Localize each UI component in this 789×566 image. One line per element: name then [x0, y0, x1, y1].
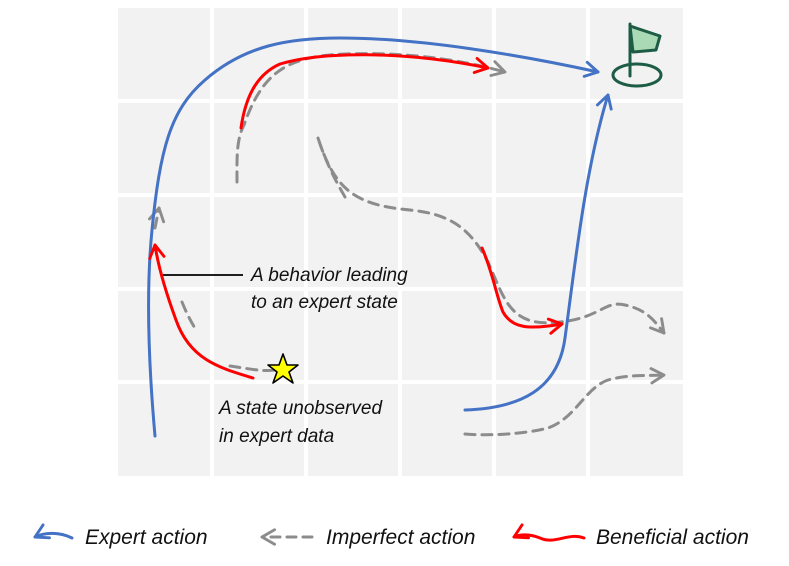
state-annotation-line2: in expert data	[219, 426, 334, 447]
expert-path-main	[147, 36, 600, 438]
imperfect-path-middle	[316, 136, 664, 333]
legend-imperfect: Imperfect action	[260, 526, 475, 549]
legend-beneficial-label: Beneficial action	[596, 526, 749, 549]
grid	[118, 8, 683, 476]
imperfect-path-bottom	[463, 367, 666, 437]
imperfect-path-left	[148, 206, 166, 230]
legend: Expert action Imperfect action Beneficia…	[33, 523, 749, 549]
imperfect-actions	[148, 52, 666, 437]
legend-beneficial-swatch	[512, 523, 586, 542]
beneficial-path-top	[239, 53, 490, 130]
imperfect-path-top	[235, 52, 507, 184]
expert-path-right	[463, 93, 613, 412]
expert-actions	[147, 36, 613, 438]
legend-expert-swatch	[33, 523, 74, 540]
legend-expert: Expert action	[33, 523, 208, 549]
beneficial-path-middle	[480, 246, 564, 335]
goal-flag-icon	[611, 22, 663, 88]
star-icon	[267, 353, 299, 384]
beneficial-actions	[148, 53, 564, 380]
beneficial-path-left	[148, 243, 255, 380]
state-annotation-line1: A state unobserved	[218, 398, 383, 419]
behavior-annotation-line1: A behavior leading	[250, 265, 408, 286]
imperfect-path-star	[180, 300, 277, 372]
legend-expert-label: Expert action	[85, 526, 208, 549]
legend-beneficial: Beneficial action	[512, 523, 749, 549]
behavior-annotation-line2: to an expert state	[251, 292, 398, 313]
legend-imperfect-label: Imperfect action	[326, 526, 475, 549]
